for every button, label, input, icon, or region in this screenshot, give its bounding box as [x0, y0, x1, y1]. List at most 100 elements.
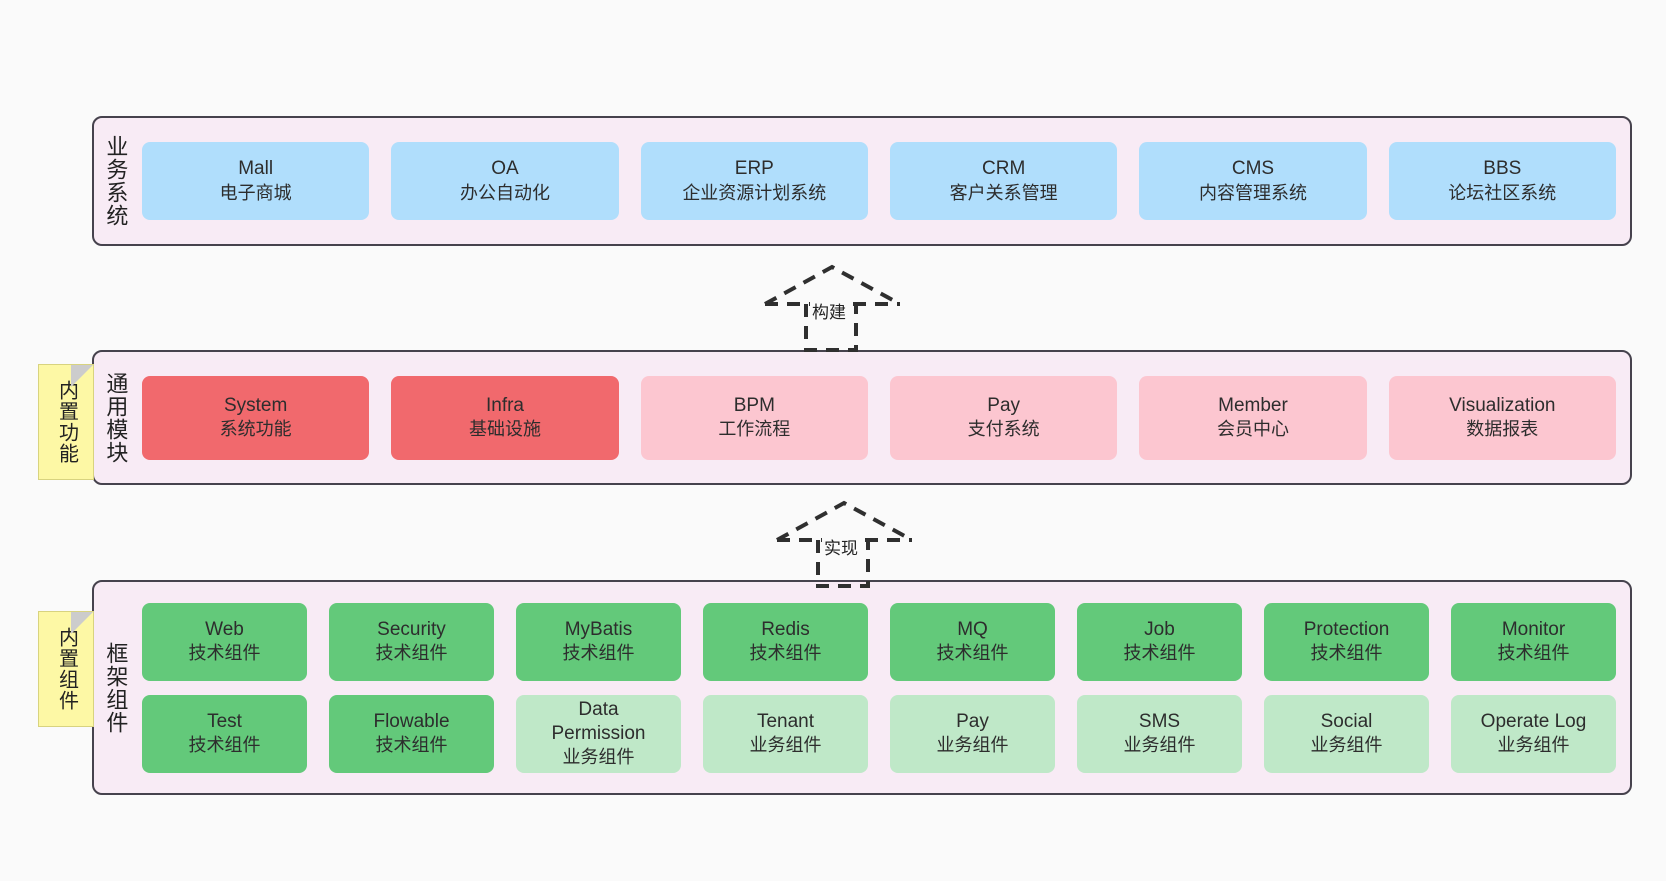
- card-title: OA: [491, 158, 519, 180]
- card-title: Protection: [1303, 618, 1390, 640]
- card-bpm[interactable]: BPM 工作流程: [640, 375, 868, 460]
- layer-title-common-module: 通用模块: [103, 371, 129, 464]
- card-subtitle: 论坛社区系统: [1448, 182, 1557, 203]
- card-mall[interactable]: Mall 电子商城: [142, 142, 370, 220]
- card-subtitle: 业务组件: [562, 747, 635, 768]
- card-title: Infra: [485, 394, 524, 416]
- card-title: Visualization: [1449, 394, 1556, 416]
- card-title: System: [223, 394, 288, 416]
- card-infra[interactable]: Infra 基础设施: [391, 375, 619, 460]
- card-title: Social: [1320, 710, 1373, 732]
- card-cms[interactable]: CMS 内容管理系统: [1139, 142, 1367, 220]
- card-subtitle: 办公自动化: [459, 182, 550, 203]
- card-flowable[interactable]: Flowable 技术组件: [329, 694, 494, 773]
- card-web[interactable]: Web 技术组件: [142, 602, 307, 681]
- card-visualization[interactable]: Visualization 数据报表: [1388, 375, 1616, 460]
- card-title: BBS: [1483, 158, 1522, 180]
- layer-common-module: 通用模块 System 系统功能 Infra 基础设施 BPM 工作流程 Pay…: [92, 350, 1632, 485]
- card-title: Flowable: [373, 710, 450, 732]
- card-subtitle: 客户关系管理: [949, 182, 1058, 203]
- card-title: Data Permission: [551, 698, 646, 744]
- card-title: Redis: [761, 618, 810, 640]
- card-subtitle: 企业资源计划系统: [682, 182, 827, 203]
- card-system[interactable]: System 系统功能: [142, 375, 370, 460]
- card-title: Security: [377, 618, 446, 640]
- card-subtitle: 业务组件: [749, 735, 822, 756]
- card-title: Pay: [987, 394, 1021, 416]
- card-title: Job: [1144, 618, 1175, 640]
- builtin-function-note: 内置功能: [38, 364, 94, 480]
- business-system-row: Mall 电子商城 OA 办公自动化 ERP 企业资源计划系统 CRM 客户关系…: [142, 142, 1616, 220]
- card-title: Web: [205, 618, 244, 640]
- card-data-permission[interactable]: Data Permission 业务组件: [516, 694, 681, 773]
- card-subtitle: 技术组件: [375, 735, 448, 756]
- card-job[interactable]: Job 技术组件: [1077, 602, 1242, 681]
- card-title: Mall: [238, 158, 274, 180]
- card-security[interactable]: Security 技术组件: [329, 602, 494, 681]
- card-test[interactable]: Test 技术组件: [142, 694, 307, 773]
- card-title: CRM: [982, 158, 1026, 180]
- framework-business-row: Test 技术组件 Flowable 技术组件 Data Permission …: [142, 694, 1616, 773]
- card-subtitle: 技术组件: [375, 643, 448, 664]
- common-module-row: System 系统功能 Infra 基础设施 BPM 工作流程 Pay 支付系统…: [142, 375, 1616, 460]
- card-tenant[interactable]: Tenant 业务组件: [703, 694, 868, 773]
- card-subtitle: 技术组件: [562, 643, 635, 664]
- layer-business-system: 业务系统 Mall 电子商城 OA 办公自动化 ERP 企业资源计划系统 CRM…: [92, 116, 1632, 246]
- card-redis[interactable]: Redis 技术组件: [703, 602, 868, 681]
- card-subtitle: 技术组件: [749, 643, 822, 664]
- card-title: SMS: [1138, 710, 1181, 732]
- implement-connector: 实现: [772, 498, 922, 588]
- build-connector-label: 构建: [810, 298, 848, 323]
- layer-title-business-system: 业务系统: [103, 135, 129, 227]
- card-subtitle: 技术组件: [1123, 643, 1196, 664]
- card-title: Member: [1218, 394, 1288, 416]
- card-subtitle: 业务组件: [936, 735, 1009, 756]
- builtin-component-note-label: 内置组件: [55, 627, 78, 711]
- card-erp[interactable]: ERP 企业资源计划系统: [640, 142, 868, 220]
- card-title: Pay: [956, 710, 989, 732]
- card-subtitle: 会员中心: [1216, 419, 1289, 440]
- card-subtitle: 技术组件: [188, 735, 261, 756]
- build-connector: 构建: [760, 262, 910, 352]
- card-bbs[interactable]: BBS 论坛社区系统: [1388, 142, 1616, 220]
- implement-connector-label: 实现: [822, 534, 860, 559]
- card-mybatis[interactable]: MyBatis 技术组件: [516, 602, 681, 681]
- builtin-component-note: 内置组件: [38, 611, 94, 727]
- card-subtitle: 内容管理系统: [1198, 182, 1307, 203]
- card-subtitle: 数据报表: [1466, 419, 1539, 440]
- card-subtitle: 业务组件: [1310, 735, 1383, 756]
- card-title: ERP: [734, 158, 774, 180]
- card-title: CMS: [1231, 158, 1275, 180]
- card-title: MyBatis: [564, 618, 633, 640]
- card-protection[interactable]: Protection 技术组件: [1264, 602, 1429, 681]
- card-title: Operate Log: [1480, 710, 1587, 732]
- card-subtitle: 技术组件: [1310, 643, 1383, 664]
- card-title: BPM: [733, 394, 775, 416]
- card-member[interactable]: Member 会员中心: [1139, 375, 1367, 460]
- card-oa[interactable]: OA 办公自动化: [391, 142, 619, 220]
- card-subtitle: 系统功能: [219, 419, 292, 440]
- card-operate-log[interactable]: Operate Log 业务组件: [1451, 694, 1616, 773]
- card-crm[interactable]: CRM 客户关系管理: [889, 142, 1118, 220]
- card-subtitle: 基础设施: [468, 419, 541, 440]
- layer-title-framework-component: 框架组件: [103, 641, 129, 734]
- framework-tech-row: Web 技术组件 Security 技术组件 MyBatis 技术组件 Redi…: [142, 602, 1616, 681]
- card-subtitle: 支付系统: [967, 419, 1040, 440]
- card-pay-module[interactable]: Pay 支付系统: [889, 375, 1118, 460]
- card-monitor[interactable]: Monitor 技术组件: [1451, 602, 1616, 681]
- card-subtitle: 电子商城: [219, 182, 292, 203]
- layer-framework-component: 框架组件 Web 技术组件 Security 技术组件 MyBatis 技术组件…: [92, 580, 1632, 795]
- card-subtitle: 技术组件: [936, 643, 1009, 664]
- card-subtitle: 技术组件: [1497, 643, 1570, 664]
- card-title: MQ: [957, 618, 988, 640]
- card-social[interactable]: Social 业务组件: [1264, 694, 1429, 773]
- card-title: Tenant: [756, 710, 815, 732]
- card-title: Monitor: [1501, 618, 1566, 640]
- card-mq[interactable]: MQ 技术组件: [890, 602, 1055, 681]
- card-title: Test: [207, 710, 242, 732]
- card-pay-component[interactable]: Pay 业务组件: [890, 694, 1055, 773]
- card-sms[interactable]: SMS 业务组件: [1077, 694, 1242, 773]
- card-subtitle: 技术组件: [188, 643, 261, 664]
- builtin-function-note-label: 内置功能: [55, 380, 78, 464]
